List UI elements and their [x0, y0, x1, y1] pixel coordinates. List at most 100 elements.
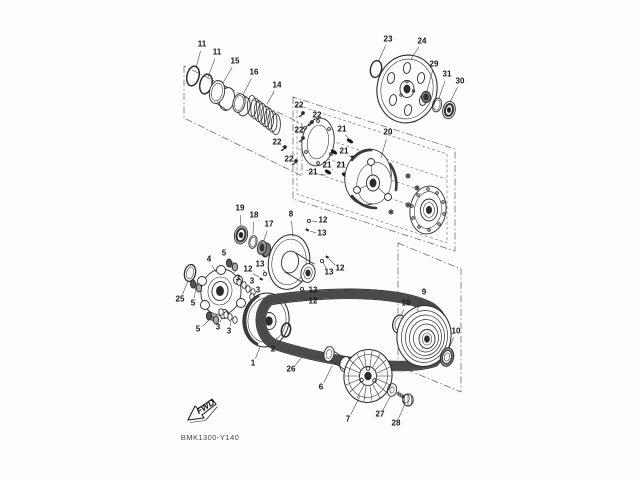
part-number-label: 6	[319, 383, 324, 392]
label-leader-line	[322, 261, 327, 268]
seal-10-right	[439, 347, 455, 367]
label-leader-line	[377, 45, 386, 63]
part-number-label: 12	[309, 297, 318, 306]
label-leader-line	[348, 155, 353, 158]
label-leader-line	[193, 287, 197, 299]
part-number-label: 10	[452, 327, 461, 336]
hub-flange	[409, 185, 447, 235]
label-leader-line	[202, 318, 211, 327]
label-leader-line	[350, 395, 361, 415]
part-number-label: 22	[273, 138, 282, 147]
label-leader-line	[328, 258, 336, 266]
part-number-label: 22	[313, 111, 322, 120]
bearing-19	[233, 225, 249, 245]
label-leader-line	[227, 258, 231, 263]
label-leader-line	[240, 214, 242, 227]
washer-31	[431, 97, 443, 113]
label-leader-line	[294, 356, 303, 366]
part-number-label: 26	[287, 365, 296, 374]
rollers-5	[189, 258, 239, 325]
label-leader-line	[345, 134, 350, 140]
label-leader-line	[311, 220, 318, 222]
label-leader-line	[281, 146, 285, 148]
part-number-label: 28	[392, 419, 401, 428]
label-leader-line	[242, 78, 252, 96]
washer-18	[248, 235, 258, 249]
label-leader-line	[262, 269, 266, 273]
part-number-label: 8	[289, 210, 294, 219]
part-number-label: 29	[430, 60, 439, 69]
part-number-label: 4	[207, 255, 212, 264]
fwd-arrow	[187, 398, 217, 421]
figure-code: BMK1300-Y140	[181, 433, 239, 442]
label-leader-line	[416, 298, 423, 312]
part-number-label: 12	[244, 265, 253, 274]
label-leader-line	[400, 309, 405, 317]
label-leader-line	[410, 46, 420, 60]
part-number-label: 19	[236, 204, 245, 213]
label-leader-line	[182, 280, 189, 295]
label-leader-line	[207, 58, 216, 78]
secondary-pulley-9	[396, 305, 452, 367]
oring-2	[280, 322, 292, 338]
part-number-label: 13	[309, 286, 318, 295]
label-leader-line	[323, 365, 333, 383]
part-number-label: 18	[250, 211, 259, 220]
label-leader-line	[211, 265, 217, 273]
label-leader-line	[276, 336, 284, 346]
label-leader-line	[300, 296, 308, 301]
part-number-label: 20	[384, 128, 393, 137]
part-number-label: 13	[325, 268, 334, 277]
sheave-8	[267, 234, 316, 290]
part-number-label: 11	[213, 48, 222, 57]
label-leader-line	[263, 230, 268, 241]
part-number-label: 5	[196, 325, 201, 334]
part-number-label: 2	[271, 345, 276, 354]
part-number-label: 21	[309, 168, 318, 177]
bolt-28	[396, 391, 414, 407]
part-number-label: 21	[340, 147, 349, 156]
part-number-label: 25	[176, 295, 185, 304]
part-number-label: 14	[273, 81, 282, 90]
part-number-label: 30	[456, 77, 465, 86]
part-number-label: 15	[231, 57, 240, 66]
part-number-label: 12	[336, 264, 345, 273]
part-number-label: 1	[251, 359, 256, 368]
label-leader-line	[382, 396, 391, 410]
fan-pulley-7	[343, 349, 393, 403]
part-number-label: 22	[295, 101, 304, 110]
collar-15	[208, 80, 236, 111]
part-number-label: 24	[418, 37, 427, 46]
part-number-label: 5	[191, 299, 196, 308]
part-number-label: 13	[256, 260, 265, 269]
part-number-label: 27	[376, 410, 385, 419]
part-number-label: 13	[318, 229, 327, 238]
label-leader-line	[448, 337, 454, 349]
part-number-label: 3	[250, 277, 255, 286]
part-number-label: 3	[256, 286, 261, 295]
label-leader-line	[343, 171, 346, 174]
label-leader-line	[309, 230, 317, 234]
part-number-label: 23	[384, 35, 393, 44]
label-leader-line	[380, 138, 387, 159]
part-number-label: 11	[198, 40, 207, 49]
part-number-label: 7	[346, 415, 351, 424]
label-leader-line	[291, 220, 294, 238]
part-number-label: 21	[338, 125, 347, 134]
label-leader-line	[219, 316, 223, 323]
part-number-label: 3	[216, 323, 221, 332]
label-leader-line	[266, 91, 275, 105]
spring-14	[246, 95, 281, 136]
label-leader-line	[301, 111, 304, 114]
label-leader-line	[311, 120, 314, 123]
part-number-label: 16	[250, 68, 259, 77]
label-leader-line	[222, 67, 233, 84]
label-leader-line	[449, 87, 458, 103]
label-leader-line	[302, 289, 308, 292]
ring-16	[232, 93, 251, 117]
label-leader-line	[195, 50, 201, 69]
bearing-30	[442, 100, 456, 120]
part-number-label: 22	[285, 155, 294, 164]
